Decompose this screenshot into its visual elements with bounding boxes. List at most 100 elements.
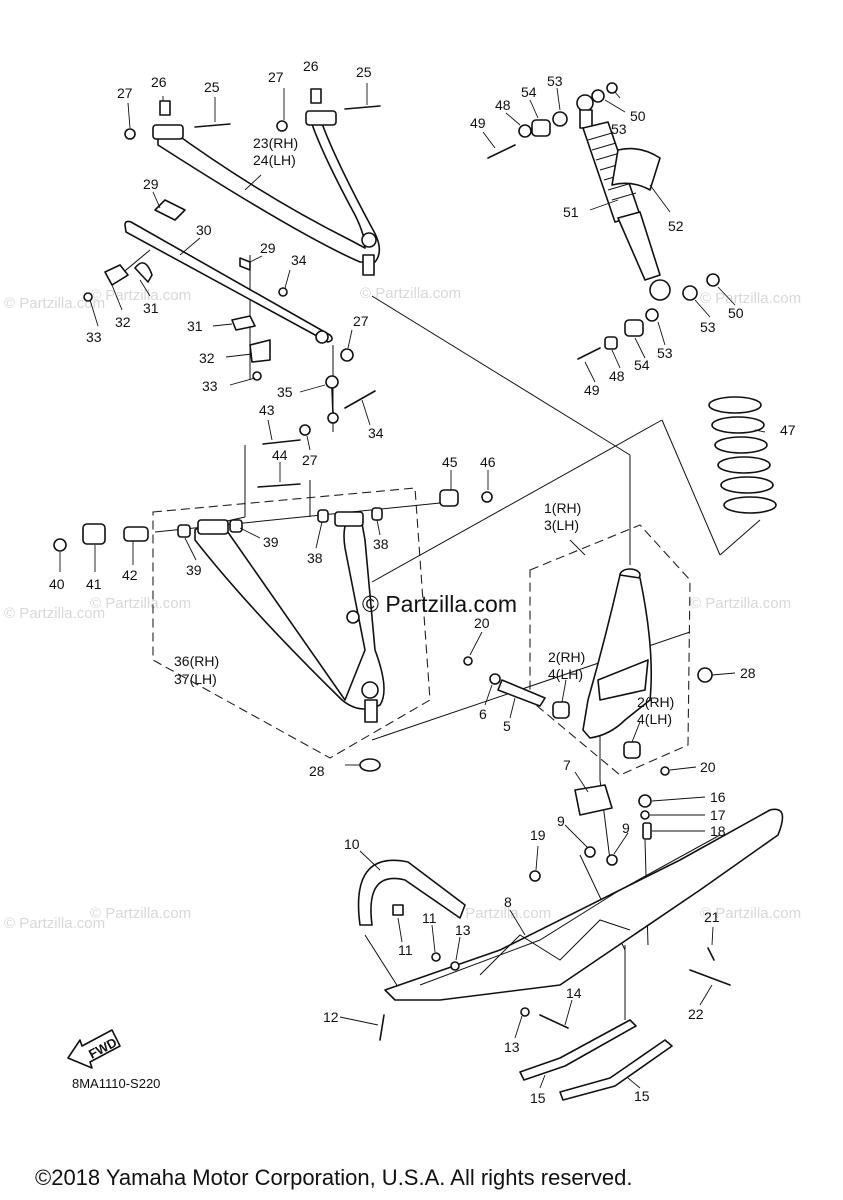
callout-53: 53 — [657, 345, 673, 361]
callout-31: 31 — [187, 318, 203, 334]
spindle — [582, 568, 653, 739]
callout-20: 20 — [700, 759, 716, 775]
coil-spring — [708, 396, 777, 514]
watermark: © Partzilla.com — [90, 905, 191, 922]
callout-50: 50 — [728, 305, 744, 321]
upper-a-arm — [152, 110, 381, 276]
callout-46: 46 — [480, 454, 496, 470]
callout-9: 9 — [557, 813, 565, 829]
callout-53: 53 — [547, 73, 563, 89]
callout-11: 11 — [422, 910, 437, 926]
fwd-label: FWD — [86, 1035, 119, 1062]
watermark: © Partzilla.com — [700, 905, 801, 922]
callout-2-rh: 2(RH) — [637, 694, 674, 710]
callout-32: 32 — [115, 314, 131, 330]
watermark-group: © Partzilla.com © Partzilla.com © Partzi… — [4, 285, 801, 932]
callout-4-lh: 4(LH) — [637, 711, 672, 727]
callout-31: 31 — [143, 300, 159, 316]
hardware — [53, 82, 731, 1041]
watermark: © Partzilla.com — [690, 595, 791, 612]
callout-38: 38 — [307, 550, 323, 566]
tie-rod — [325, 375, 339, 424]
figure-code: 8MA1110-S220 — [72, 1076, 160, 1091]
callout-49: 49 — [584, 382, 600, 398]
callout-53: 53 — [700, 319, 716, 335]
callout-2-rh: 2(RH) — [548, 649, 585, 665]
leader-lines — [59, 83, 766, 1089]
callout-47: 47 — [780, 422, 796, 438]
callout-29: 29 — [143, 176, 159, 192]
callout-21: 21 — [704, 909, 720, 925]
callout-48: 48 — [609, 368, 625, 384]
callout-27: 27 — [268, 69, 284, 85]
callout-42: 42 — [122, 567, 138, 583]
callout-34: 34 — [291, 252, 307, 268]
callout-1-rh: 1(RH) — [544, 500, 581, 516]
lower-arm-group-outline — [152, 487, 431, 759]
callout-33: 33 — [202, 378, 218, 394]
callout-36-rh: 36(RH) — [174, 653, 219, 669]
callout-8: 8 — [504, 894, 512, 910]
callout-39: 39 — [263, 534, 279, 550]
callout-48: 48 — [495, 97, 511, 113]
ski-handle — [357, 859, 466, 926]
watermark: © Partzilla.com — [700, 290, 801, 307]
ski — [384, 808, 784, 1001]
callout-7: 7 — [563, 757, 571, 773]
callout-27: 27 — [117, 85, 133, 101]
callout-13: 13 — [504, 1039, 520, 1055]
callout-25: 25 — [356, 64, 372, 80]
callout-20: 20 — [474, 615, 490, 631]
watermark: © Partzilla.com — [90, 595, 191, 612]
fwd-arrow-icon: FWD — [67, 1029, 121, 1069]
callout-24-lh: 24(LH) — [253, 152, 296, 168]
callout-11: 11 — [398, 942, 413, 958]
callout-15: 15 — [634, 1088, 650, 1104]
callout-37-lh: 37(LH) — [174, 671, 217, 687]
callout-17: 17 — [710, 807, 726, 823]
callout-10: 10 — [344, 836, 360, 852]
callout-22: 22 — [688, 1006, 704, 1022]
watermark: © Partzilla.com — [450, 905, 551, 922]
callout-27: 27 — [302, 452, 318, 468]
callout-41: 41 — [86, 576, 102, 592]
watermark: © Partzilla.com — [90, 287, 191, 304]
callout-9: 9 — [622, 820, 630, 836]
callout-14: 14 — [566, 985, 582, 1001]
callout-54: 54 — [634, 357, 650, 373]
callout-4-lh: 4(LH) — [548, 666, 583, 682]
callout-labels: 26 25 27 26 25 27 23(RH) 24(LH) 29 30 29… — [49, 58, 796, 1106]
watermark: © Partzilla.com — [360, 285, 461, 302]
callout-26: 26 — [303, 58, 319, 74]
callout-53: 53 — [611, 121, 627, 137]
watermark: © Partzilla.com — [4, 605, 105, 622]
callout-50: 50 — [630, 108, 646, 124]
shock-absorber — [576, 94, 671, 301]
callout-28: 28 — [309, 763, 325, 779]
callout-44: 44 — [272, 447, 288, 463]
callout-43: 43 — [259, 402, 275, 418]
callout-25: 25 — [204, 79, 220, 95]
callout-40: 40 — [49, 576, 65, 592]
callout-49: 49 — [470, 115, 486, 131]
callout-3-lh: 3(LH) — [544, 517, 579, 533]
callout-54: 54 — [521, 84, 537, 100]
callout-45: 45 — [442, 454, 458, 470]
center-watermark: © Partzilla.com — [362, 591, 517, 617]
callout-15: 15 — [530, 1090, 546, 1106]
callout-26: 26 — [151, 74, 167, 90]
watermark: © Partzilla.com — [4, 295, 105, 312]
callout-34: 34 — [368, 425, 384, 441]
callout-23-rh: 23(RH) — [253, 135, 298, 151]
callout-19: 19 — [530, 827, 546, 843]
callout-30: 30 — [196, 222, 212, 238]
copyright-notice: ©2018 Yamaha Motor Corporation, U.S.A. A… — [35, 1165, 632, 1190]
callout-6: 6 — [479, 706, 487, 722]
callout-18: 18 — [710, 823, 726, 839]
callout-39: 39 — [186, 562, 202, 578]
callout-13: 13 — [455, 922, 471, 938]
callout-29: 29 — [260, 240, 276, 256]
watermark: © Partzilla.com — [4, 915, 105, 932]
callout-27: 27 — [353, 313, 369, 329]
